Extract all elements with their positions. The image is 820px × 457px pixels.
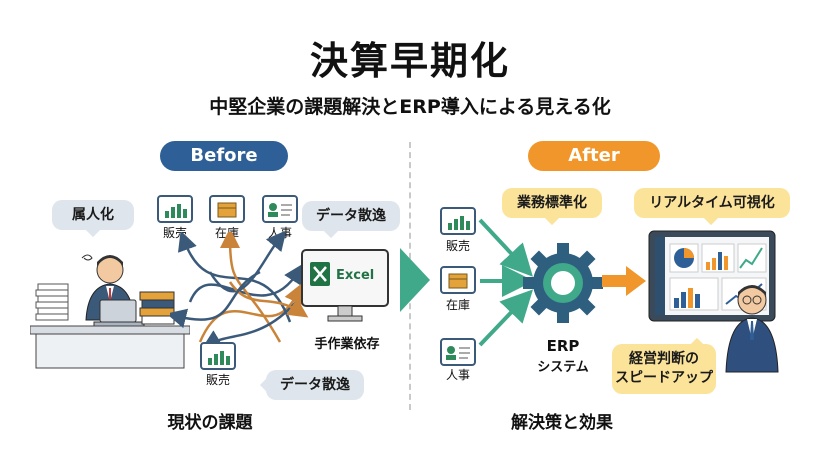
bubble-realtime-text: リアルタイム可視化	[649, 195, 775, 211]
inventory-box-icon-top	[209, 195, 245, 223]
inventory-box-icon-after	[440, 266, 476, 294]
orange-arrow-icon	[602, 266, 646, 296]
tangled-data-arrows	[170, 232, 309, 350]
page-title: 決算早期化	[309, 39, 510, 83]
overworked-employee-illustration	[30, 254, 190, 369]
bubble-data-scatter-top-text: データ散逸	[316, 208, 386, 224]
label-hanbai-bottom: 販売	[205, 373, 230, 387]
sales-doc-icon-bottom	[200, 342, 236, 370]
businessman-illustration	[725, 285, 779, 373]
before-label: Before	[160, 141, 288, 171]
caption-solution-effect: 解決策と効果	[511, 413, 613, 433]
label-jinji-after: 人事	[445, 368, 470, 382]
bubble-decision-line2: スピードアップ	[615, 370, 713, 386]
bubble-standardization-text: 業務標準化	[517, 195, 587, 211]
erp-label: ERP	[546, 337, 580, 355]
excel-monitor-icon	[301, 249, 389, 322]
page-subtitle: 中堅企業の課題解決とERP導入による見える化	[209, 96, 611, 118]
label-zaiko-after: 在庫	[445, 298, 470, 312]
bubble-standardization: 業務標準化	[502, 188, 602, 226]
excel-label: Excel	[336, 268, 375, 283]
hr-id-card-icon-top	[262, 195, 298, 223]
label-hanbai-after: 販売	[445, 239, 470, 253]
caption-manual-dependency: 手作業依存	[314, 337, 380, 352]
bubble-decision-speedup: 経営判断の スピードアップ	[612, 337, 716, 394]
bubble-data-scatter-top: データ散逸	[302, 201, 400, 239]
bubble-zokujinka: 属人化	[52, 200, 134, 238]
transition-arrow-icon	[400, 248, 430, 312]
hr-id-card-icon-after	[440, 338, 476, 366]
after-label: After	[528, 141, 660, 171]
bubble-decision-line1: 経営判断の	[629, 351, 699, 367]
bubble-data-scatter-bottom: データ散逸	[259, 370, 364, 400]
sales-doc-icon-top	[157, 195, 193, 223]
gear-icon	[523, 243, 603, 323]
erp-integration-graphic	[478, 218, 603, 347]
bubble-zokujinka-text: 属人化	[72, 207, 114, 223]
caption-current-issues: 現状の課題	[167, 413, 253, 433]
sales-doc-icon-after	[440, 207, 476, 235]
bubble-realtime-visualization: リアルタイム可視化	[634, 188, 790, 226]
erp-system-label: システム	[537, 360, 589, 375]
bubble-data-scatter-bottom-text: データ散逸	[280, 377, 350, 393]
